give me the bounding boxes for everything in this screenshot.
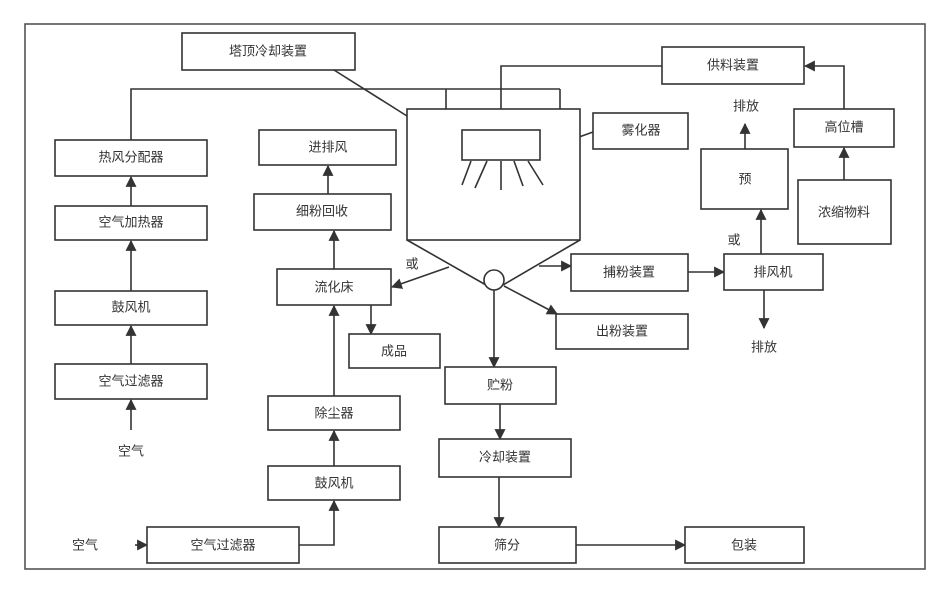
drying-chamber <box>406 108 581 291</box>
exhaust-in-out-label: 进排风 <box>308 141 347 156</box>
dust-collector-label: 除尘器 <box>314 407 353 422</box>
discharge-top-label: 排放 <box>733 100 759 115</box>
head-tank-box: 高位槽 <box>793 108 895 148</box>
powder-outlet-box: 出粉装置 <box>555 313 689 350</box>
fluid-bed-label: 流化床 <box>314 281 353 296</box>
edge-cooler-to-chamber <box>333 69 408 117</box>
spray-lines <box>461 160 544 190</box>
atomizer-label: 雾化器 <box>621 124 660 139</box>
air-heater-label: 空气加热器 <box>98 215 163 231</box>
edge-chamber-to-fluidbed <box>390 266 450 289</box>
dust-collector-box: 除尘器 <box>267 395 401 431</box>
feed-device-box: 供料装置 <box>661 46 805 85</box>
atomizer-head <box>461 129 541 161</box>
edge-filter-to-blower-bottom <box>299 499 340 546</box>
air-left-label: 空气 <box>118 444 144 460</box>
chamber-body <box>406 108 581 241</box>
finished-product-box: 成品 <box>348 333 441 369</box>
exhaust-fan-box: 排风机 <box>723 253 824 291</box>
tower-top-cooler-label: 塔顶冷却装置 <box>229 45 307 60</box>
head-tank-label: 高位槽 <box>824 120 863 136</box>
cone-right <box>502 239 581 286</box>
screening-box: 筛分 <box>438 526 577 564</box>
cooling-device-box: 冷却装置 <box>438 438 572 478</box>
powder-catcher-box: 捕粉装置 <box>570 253 689 292</box>
air-filter-bottom-label: 空气过滤器 <box>190 538 255 554</box>
discharge-bottom-label: 排放 <box>751 341 777 356</box>
pre-label: 预 <box>738 173 751 188</box>
atomizer-box: 雾化器 <box>592 112 689 150</box>
air-filter-left-box: 空气过滤器 <box>54 363 208 400</box>
air-filter-bottom-box: 空气过滤器 <box>146 526 300 564</box>
exhaust-fan-label: 排风机 <box>753 266 792 281</box>
exhaust-in-out-box: 进排风 <box>258 129 397 166</box>
air-filter-left-label: 空气过滤器 <box>98 374 163 390</box>
discharge-valve <box>483 269 505 291</box>
powder-catcher-label: 捕粉装置 <box>603 265 655 281</box>
powder-storage-label: 贮粉 <box>487 379 513 394</box>
edge-chamber-to-outlet <box>503 285 558 315</box>
or-left-label: 或 <box>405 258 418 273</box>
concentrate-box: 浓缩物料 <box>797 179 892 245</box>
screening-label: 筛分 <box>494 539 520 554</box>
fluid-bed-box: 流化床 <box>276 268 392 306</box>
air-heater-box: 空气加热器 <box>54 205 208 241</box>
feed-device-label: 供料装置 <box>707 59 759 74</box>
powder-outlet-label: 出粉装置 <box>596 325 648 340</box>
edge-distributor-to-chamber <box>130 88 560 140</box>
hot-air-distributor-box: 热风分配器 <box>54 139 208 177</box>
cone-left <box>406 239 487 286</box>
fine-powder-recovery-box: 细粉回收 <box>253 193 392 231</box>
blower-left-box: 鼓风机 <box>54 290 208 326</box>
blower-bottom-label: 鼓风机 <box>314 477 353 492</box>
concentrate-label: 浓缩物料 <box>818 205 870 221</box>
blower-left-label: 鼓风机 <box>111 301 150 316</box>
cooling-device-label: 冷却装置 <box>479 451 531 466</box>
packaging-label: 包装 <box>731 539 757 554</box>
powder-storage-box: 贮粉 <box>444 366 557 405</box>
packaging-box: 包装 <box>684 526 805 564</box>
air-bottom-label: 空气 <box>72 538 98 554</box>
diagram-frame <box>24 23 926 570</box>
edge-headtank-to-feed <box>803 60 845 109</box>
pre-box: 预 <box>700 148 789 210</box>
tower-top-cooler-box: 塔顶冷却装置 <box>181 32 356 71</box>
or-right-label: 或 <box>727 234 740 249</box>
hot-air-distributor-label: 热风分配器 <box>98 151 163 166</box>
finished-product-label: 成品 <box>381 345 407 360</box>
fine-powder-recovery-label: 细粉回收 <box>296 205 348 220</box>
blower-bottom-box: 鼓风机 <box>267 465 401 501</box>
